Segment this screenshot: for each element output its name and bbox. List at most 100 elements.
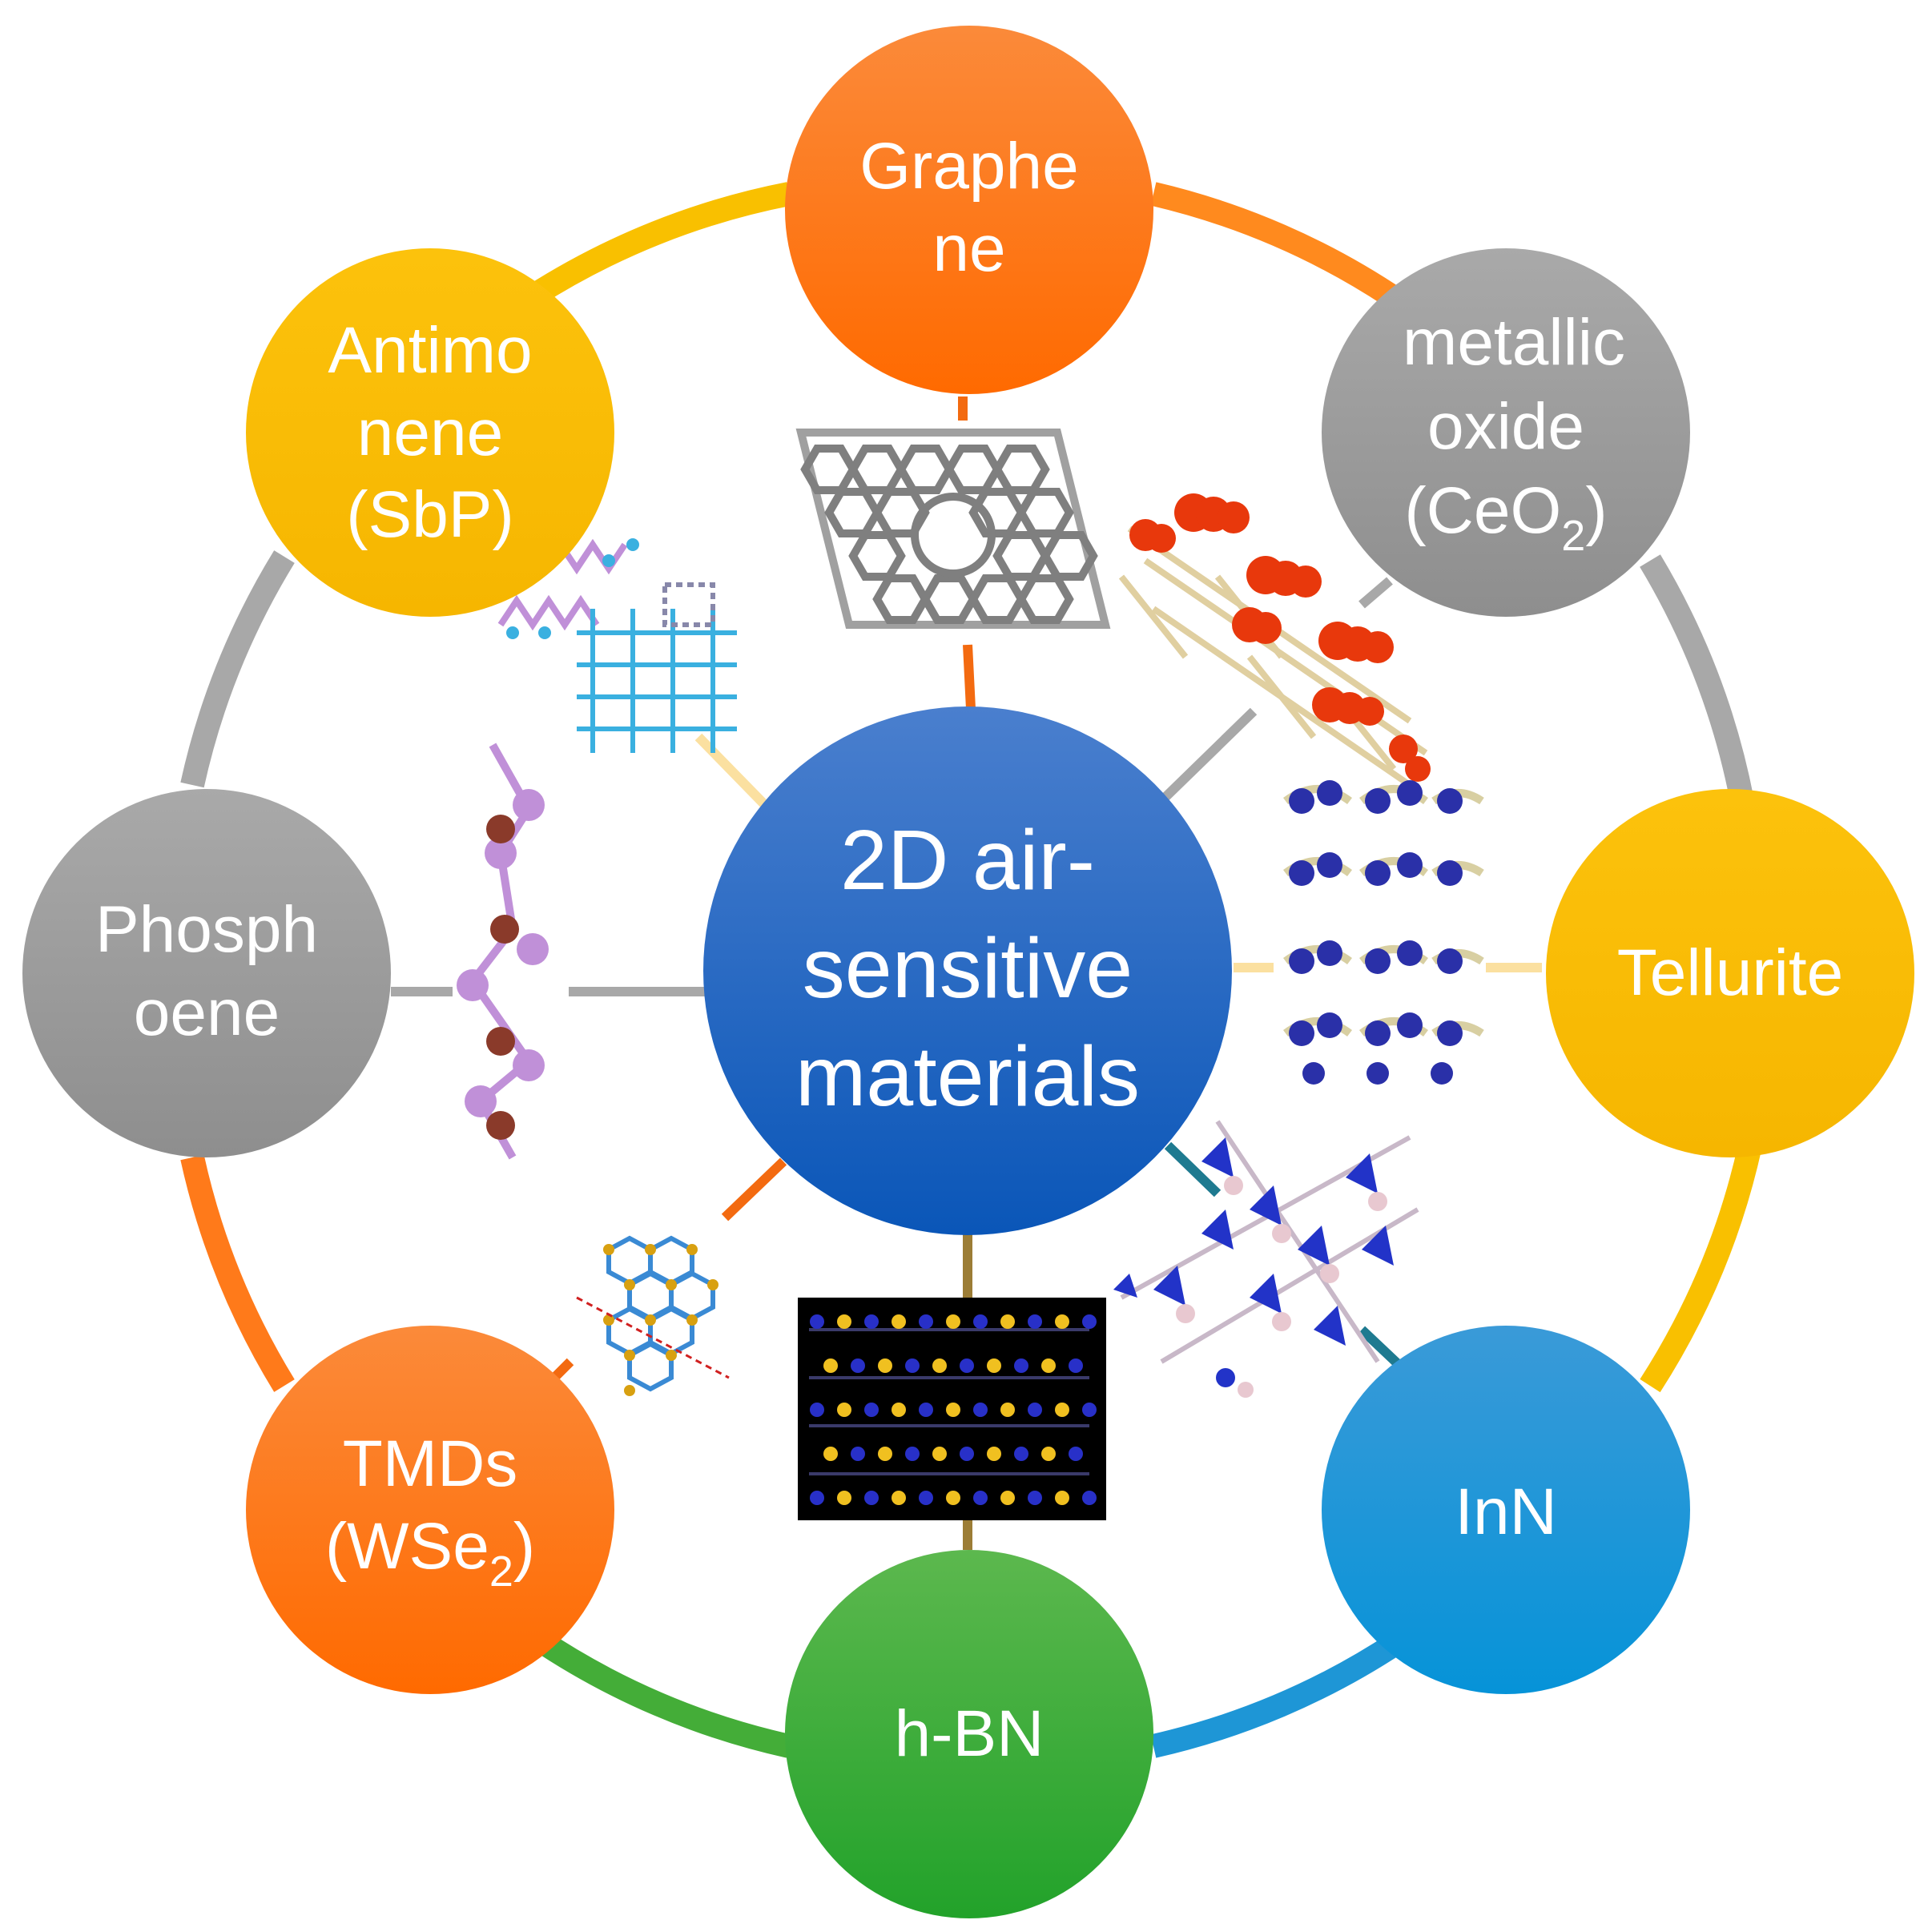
wse2-structure-image xyxy=(576,1235,730,1396)
hbn-atom xyxy=(973,1403,988,1417)
center-line-1: 2D air- xyxy=(840,813,1095,908)
oxide-formula: (CeO xyxy=(1404,474,1561,547)
hbn-atom xyxy=(810,1491,824,1505)
ring-arc-tellurite-inn xyxy=(1640,1142,1762,1393)
graphene-label-line-1: Graphe xyxy=(859,130,1079,203)
hbn-atom xyxy=(810,1314,824,1329)
hbn-atom xyxy=(987,1447,1001,1461)
tellurite-structure-image xyxy=(1283,780,1484,1085)
node-tellurite[interactable] xyxy=(1546,789,1914,1157)
phosphoene-label-line-1: Phosph xyxy=(95,893,318,966)
phosphoene-label-line-2: oene xyxy=(134,976,280,1049)
oxide-label-line-1: metallic xyxy=(1403,306,1625,379)
hbn-atom xyxy=(851,1447,865,1461)
hbn-atom xyxy=(878,1447,892,1461)
tmds-close-paren: ) xyxy=(513,1510,535,1583)
hbn-atom xyxy=(919,1491,933,1505)
hbn-atom xyxy=(1069,1358,1083,1373)
spoke-oxide-a xyxy=(1358,577,1393,609)
node-graphene[interactable] xyxy=(785,26,1153,394)
hbn-atom xyxy=(960,1447,974,1461)
ring-arc-tmds-phosphoene xyxy=(180,1154,295,1392)
node-labels: Graphe ne metallic oxide (CeO2) Tellurit… xyxy=(95,130,1843,1770)
center-circle[interactable] xyxy=(703,706,1232,1235)
tmds-formula: (WSe xyxy=(325,1510,489,1583)
ring-arc-oxide-tellurite xyxy=(1640,554,1754,803)
hbn-atom xyxy=(919,1403,933,1417)
ring-arc-hbn-tmds xyxy=(529,1628,792,1758)
hbn-atom xyxy=(1028,1403,1042,1417)
hbn-atom xyxy=(837,1491,851,1505)
hbn-atom xyxy=(1000,1491,1015,1505)
inn-structure-image xyxy=(1113,1120,1419,1398)
spoke-inn-a xyxy=(1164,1141,1222,1197)
hbn-atom xyxy=(864,1491,879,1505)
center-title: 2D air- sensitive materials xyxy=(795,813,1140,1124)
hbn-atom xyxy=(864,1314,879,1329)
antimonene-label-line-1: Antimo xyxy=(328,314,532,387)
antimonene-label-line-3: (SbP) xyxy=(346,478,514,551)
node-tmds[interactable] xyxy=(246,1326,614,1694)
nodes xyxy=(22,26,1914,1918)
graphene-structure-image xyxy=(795,429,1111,629)
node-antimonene[interactable] xyxy=(246,248,614,617)
hbn-label: h-BN xyxy=(895,1697,1044,1770)
hbn-atom xyxy=(864,1403,879,1417)
hbn-atom xyxy=(1082,1491,1097,1505)
ring-arc-graphene-oxide xyxy=(1150,182,1405,311)
tellurite-label: Tellurite xyxy=(1617,936,1844,1009)
hbn-atom xyxy=(1028,1314,1042,1329)
node-h-bn[interactable] xyxy=(785,1550,1153,1918)
hbn-atom xyxy=(823,1358,838,1373)
graphene-label-line-2: ne xyxy=(932,212,1005,285)
node-metallic-oxide[interactable] xyxy=(1322,248,1690,617)
ceo2-structure-image xyxy=(1118,493,1431,788)
hbn-atom xyxy=(1082,1403,1097,1417)
spoke-graphene-b xyxy=(963,644,976,710)
hbn-atom xyxy=(1041,1447,1056,1461)
hbn-atom xyxy=(892,1403,906,1417)
hbn-atom xyxy=(919,1314,933,1329)
spoke-tmds-a xyxy=(721,1157,787,1222)
hbn-atom xyxy=(946,1491,960,1505)
tmds-label-line-1: TMDs xyxy=(343,1427,518,1500)
hbn-atom xyxy=(878,1358,892,1373)
oxide-close-paren: ) xyxy=(1585,474,1607,547)
hbn-structure-image xyxy=(798,1298,1106,1520)
hbn-atom xyxy=(1028,1491,1042,1505)
hbn-atom xyxy=(932,1358,947,1373)
node-inn[interactable] xyxy=(1322,1326,1690,1694)
hbn-atom xyxy=(1055,1314,1069,1329)
hbn-atom xyxy=(1082,1314,1097,1329)
hbn-atom xyxy=(905,1447,920,1461)
hbn-atoms xyxy=(810,1314,1097,1505)
hbn-atom xyxy=(837,1403,851,1417)
spoke-oxide-b xyxy=(1157,707,1258,805)
tmds-label-line-2: (WSe2) xyxy=(325,1510,535,1596)
hbn-atom xyxy=(1055,1403,1069,1417)
inn-label: InN xyxy=(1455,1475,1557,1548)
hbn-atom xyxy=(987,1358,1001,1373)
hbn-atom xyxy=(1014,1447,1028,1461)
node-phosphoene[interactable] xyxy=(22,789,391,1157)
ring-arc-inn-hbn xyxy=(1150,1632,1405,1758)
outer-ring xyxy=(180,182,1762,1758)
hbn-atom xyxy=(892,1314,906,1329)
hbn-atom xyxy=(1069,1447,1083,1461)
hbn-atom xyxy=(946,1314,960,1329)
hbn-atom xyxy=(1000,1314,1015,1329)
hbn-atom xyxy=(1014,1358,1028,1373)
spoke-tmds-b xyxy=(550,1358,574,1382)
oxide-label-line-2: oxide xyxy=(1427,390,1584,463)
hbn-atom xyxy=(1055,1491,1069,1505)
hbn-atom xyxy=(823,1447,838,1461)
spokes xyxy=(391,396,1542,1550)
hbn-atom xyxy=(932,1447,947,1461)
hbn-atom xyxy=(905,1358,920,1373)
hbn-atom xyxy=(973,1491,988,1505)
ring-arc-phosphoene-antimonene xyxy=(180,550,295,788)
hbn-atom xyxy=(973,1314,988,1329)
antimonene-label-line-2: nene xyxy=(357,396,503,469)
spoke-antimonene xyxy=(694,733,769,809)
